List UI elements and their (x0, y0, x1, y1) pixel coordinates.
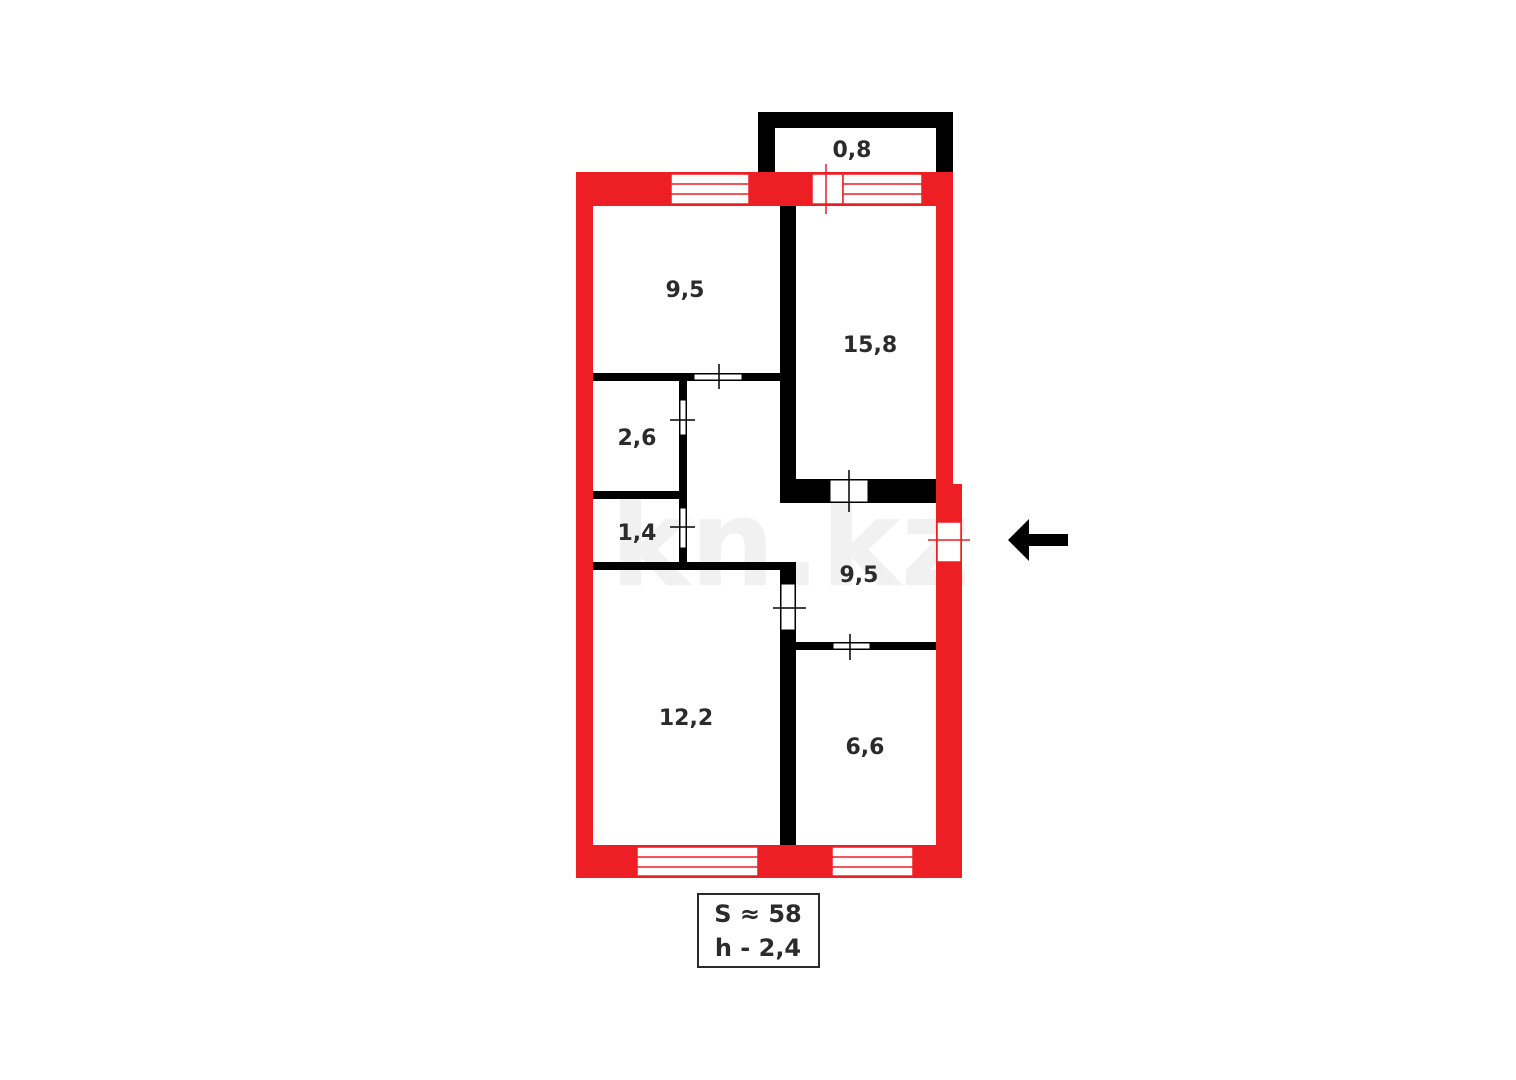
interior-doors (670, 364, 871, 660)
total-area: S ≈ 58 (714, 900, 802, 928)
room-area-toilet: 1,4 (618, 521, 657, 546)
room-area-bottom-left: 12,2 (659, 706, 713, 731)
room-area-bathroom: 2,6 (618, 426, 657, 451)
window-bottom-right (831, 846, 914, 877)
window-top-left (670, 173, 750, 205)
room-area-hallway: 9,5 (840, 563, 879, 588)
room-area-top-right: 15,8 (843, 333, 897, 358)
ceiling-height: h - 2,4 (715, 934, 801, 962)
entrance-door (928, 521, 970, 563)
summary-box: S ≈ 58 h - 2,4 (697, 893, 820, 968)
window-bottom-left (636, 846, 759, 877)
arrow-left-icon (1008, 519, 1068, 561)
room-area-top-left: 9,5 (666, 278, 705, 303)
balcony (758, 112, 953, 174)
room-area-kitchen: 6,6 (846, 735, 885, 760)
balcony-door-window (811, 164, 923, 214)
room-area-balcony: 0,8 (833, 138, 872, 163)
